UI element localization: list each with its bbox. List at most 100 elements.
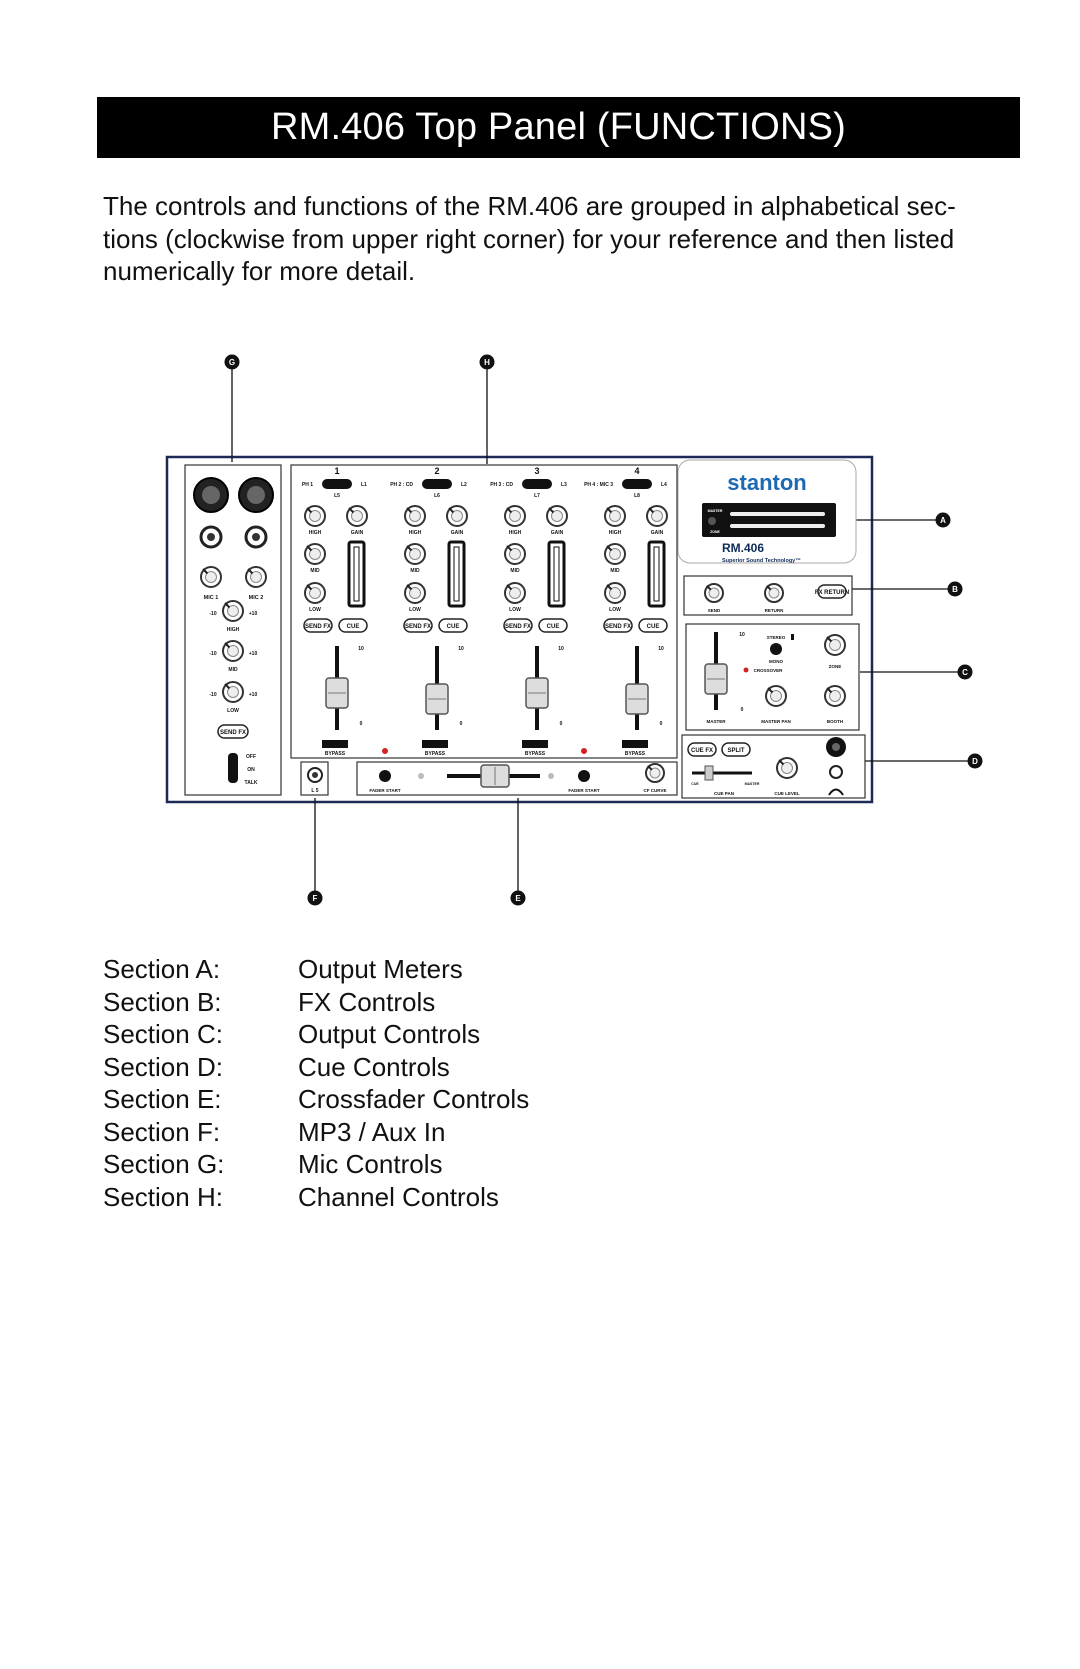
callout-h-letter: H	[484, 358, 490, 367]
gain-label: GAIN	[651, 530, 664, 536]
fx-return-button	[817, 584, 847, 599]
channel-number: 4	[634, 466, 639, 476]
knob-cap	[451, 510, 463, 522]
knob-cap	[205, 571, 217, 583]
crossover-led	[743, 667, 749, 673]
knob-pointer	[202, 568, 209, 575]
send-fx-button	[303, 618, 333, 633]
fx-return-button-label: FX RETURN	[815, 590, 849, 596]
send-fx-button-label: SEND FX	[505, 624, 531, 630]
headphone-jack-hole	[832, 743, 840, 751]
aux-jack-hole	[312, 772, 318, 778]
callout-e-letter: E	[515, 894, 521, 903]
section-value: Output Meters	[298, 954, 463, 984]
zone-label: ZONE	[829, 664, 842, 669]
knob-pointer	[224, 642, 231, 649]
output-meter-display	[702, 503, 836, 537]
callout-a-letter: A	[940, 516, 946, 525]
knob-pointer	[548, 507, 555, 514]
knob-cap	[551, 510, 563, 522]
section-key: Section E:	[103, 1084, 222, 1114]
master-scale-bottom: 0	[741, 707, 744, 713]
knob-cap	[708, 587, 720, 599]
knob-pointer	[406, 584, 413, 591]
callout-d-letter: D	[972, 757, 978, 766]
intro-paragraph: The controls and functions of the RM.406…	[103, 190, 1003, 288]
low-label: LOW	[309, 607, 321, 613]
send-fx-button	[503, 618, 533, 633]
knob-cap	[829, 690, 841, 702]
knob-cap	[227, 686, 239, 698]
callout-c	[957, 664, 973, 680]
level-meter-inner	[353, 546, 360, 602]
level-meter-inner	[453, 546, 460, 602]
talk-label: TALK	[245, 780, 258, 786]
knob-cap	[409, 587, 421, 599]
level-meter-inner	[553, 546, 560, 602]
knob-pointer	[826, 636, 833, 643]
gain-label: GAIN	[351, 530, 364, 536]
talk-label: ON	[247, 767, 255, 773]
model-name: RM.406	[722, 541, 764, 555]
bypass-label: BYPASS	[625, 751, 646, 757]
fader-scale-top: 10	[358, 646, 364, 652]
knob-cap	[770, 690, 782, 702]
model-tagline: Superior Sound Technology™	[722, 558, 801, 564]
section-value: MP3 / Aux In	[298, 1116, 446, 1147]
knob-pointer	[767, 687, 774, 694]
bypass-label: BYPASS	[425, 751, 446, 757]
fader-scale-bottom: 0	[360, 721, 363, 727]
mid-label: MID	[410, 568, 420, 574]
input-label-left: PH 3 : CD	[490, 482, 513, 488]
master-pan-label: MASTER PAN	[761, 719, 790, 724]
mini-jack	[829, 765, 843, 779]
high-label: HIGH	[609, 530, 622, 536]
mono-label: MONO	[769, 659, 783, 664]
cue-fx-button	[687, 742, 717, 757]
knob-pointer	[306, 545, 313, 552]
section-key: Section D:	[103, 1051, 223, 1082]
knob-pointer	[306, 507, 313, 514]
fx-return-label: RETURN	[765, 608, 784, 613]
callout-g-letter: G	[229, 358, 235, 367]
input-label-right: L4	[661, 482, 667, 488]
bypass-label: BYPASS	[325, 751, 346, 757]
section-key: Section C:	[103, 1019, 223, 1049]
xlr-jack-inner	[202, 486, 220, 504]
mid-label: MID	[310, 568, 320, 574]
section-row: Section H:Channel Controls	[103, 1181, 529, 1214]
cue-pan-cap	[704, 765, 714, 781]
knob-cap	[309, 587, 321, 599]
fx-send-label: SEND	[708, 608, 721, 613]
page-title: RM.406 Top Panel (FUNCTIONS)	[97, 97, 1020, 158]
bypass-label: BYPASS	[525, 751, 546, 757]
knob-cap	[309, 548, 321, 560]
line-label: L5	[334, 493, 340, 499]
intro-line-2: tions (clockwise from upper right corner…	[103, 223, 955, 254]
input-label-right: L2	[461, 482, 467, 488]
callout-c-letter: C	[962, 668, 968, 677]
split-button	[721, 742, 751, 757]
crossfader-section	[356, 761, 678, 796]
cue-button-label: CUE	[447, 624, 460, 630]
input-selector	[622, 479, 652, 489]
callout-d	[967, 753, 983, 769]
channel-number: 1	[334, 466, 339, 476]
section-row: Section C:Output Controls	[103, 1018, 529, 1051]
bypass-switch	[622, 740, 648, 748]
callout-g	[224, 354, 240, 370]
cue-button-label: CUE	[347, 624, 360, 630]
section-value: Crossfader Controls	[298, 1084, 530, 1114]
high-label: HIGH	[309, 530, 322, 536]
cue-button	[338, 618, 368, 633]
xlr-jack-inner	[247, 486, 265, 504]
section-row: Section F:MP3 / Aux In	[103, 1116, 529, 1149]
mic-scale-max: +10	[249, 651, 258, 657]
input-selector	[422, 479, 452, 489]
knob-cap	[649, 767, 661, 779]
split-button-label: SPLIT	[727, 748, 744, 754]
knob-cap	[409, 548, 421, 560]
section-row: Section E: Crossfader Controls	[103, 1083, 529, 1116]
low-label: LOW	[409, 607, 421, 613]
section-key: Section H:	[103, 1181, 223, 1212]
